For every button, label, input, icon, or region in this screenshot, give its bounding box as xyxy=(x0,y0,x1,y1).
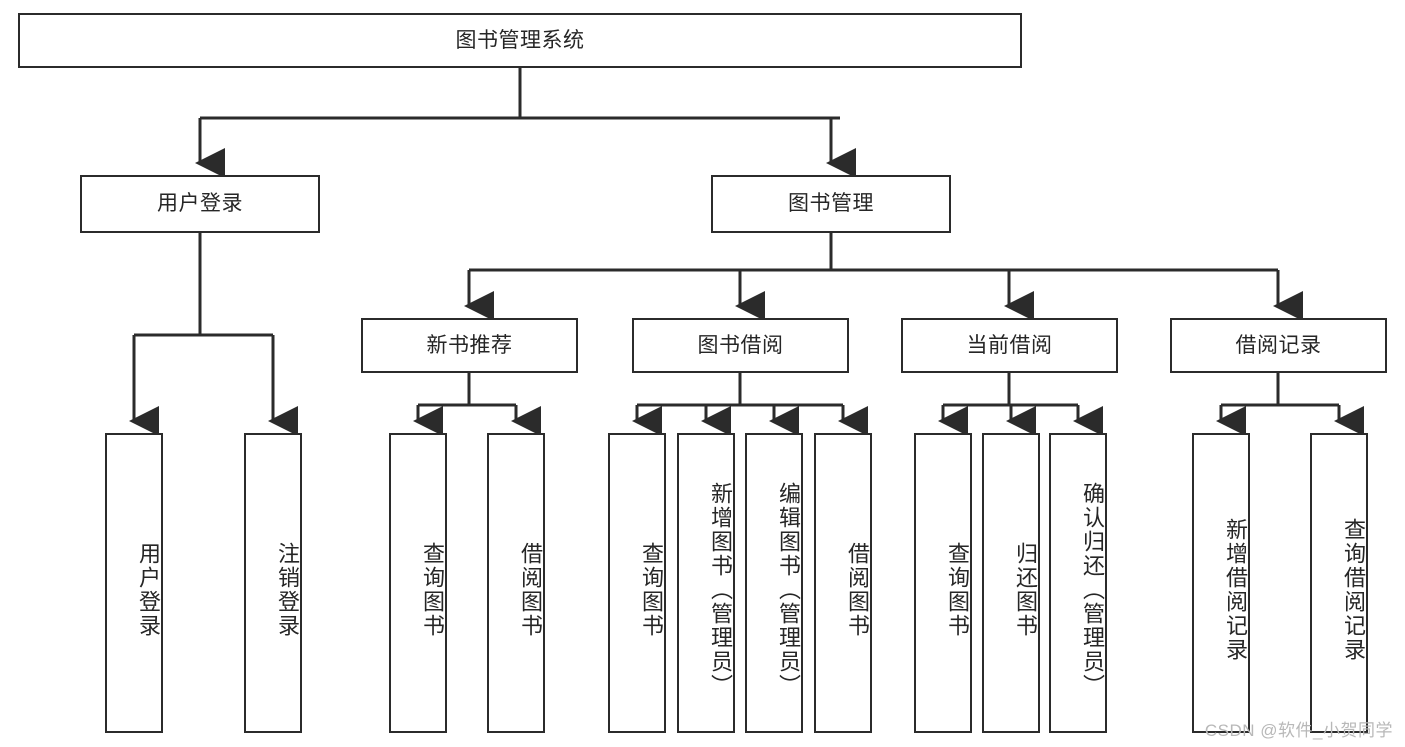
node-book-manage-label: 图书管理 xyxy=(788,192,874,216)
node-leaf-query-book-1-label: 查询图书 xyxy=(420,542,445,638)
node-leaf-confirm-return-label: 确认归还（管理员） xyxy=(1080,482,1105,698)
node-book-borrow[interactable]: 图书借阅 xyxy=(632,318,849,373)
node-leaf-query-book-1[interactable]: 查询图书 xyxy=(389,433,447,733)
node-leaf-borrow-book-2[interactable]: 借阅图书 xyxy=(814,433,872,733)
node-leaf-return-book[interactable]: 归还图书 xyxy=(982,433,1040,733)
node-new-book-recommend-label: 新书推荐 xyxy=(426,333,513,357)
node-user-login[interactable]: 用户登录 xyxy=(80,175,320,233)
node-leaf-query-record[interactable]: 查询借阅记录 xyxy=(1310,433,1368,733)
node-leaf-query-book-3[interactable]: 查询图书 xyxy=(914,433,972,733)
node-leaf-edit-book-label: 编辑图书（管理员） xyxy=(776,482,801,698)
node-leaf-borrow-book-2-label: 借阅图书 xyxy=(845,542,870,638)
node-leaf-query-book-3-label: 查询图书 xyxy=(945,542,970,638)
node-leaf-add-record-label: 新增借阅记录 xyxy=(1223,518,1248,662)
node-current-borrow[interactable]: 当前借阅 xyxy=(901,318,1118,373)
node-leaf-logout[interactable]: 注销登录 xyxy=(244,433,302,733)
node-leaf-query-record-label: 查询借阅记录 xyxy=(1341,518,1366,662)
node-book-manage[interactable]: 图书管理 xyxy=(711,175,951,233)
node-leaf-user-login[interactable]: 用户登录 xyxy=(105,433,163,733)
node-current-borrow-label: 当前借阅 xyxy=(966,333,1053,357)
node-root-label: 图书管理系统 xyxy=(455,28,585,52)
node-leaf-borrow-book-1[interactable]: 借阅图书 xyxy=(487,433,545,733)
node-leaf-confirm-return[interactable]: 确认归还（管理员） xyxy=(1049,433,1107,733)
node-leaf-add-book[interactable]: 新增图书（管理员） xyxy=(677,433,735,733)
node-borrow-record-label: 借阅记录 xyxy=(1235,333,1322,357)
node-user-login-label: 用户登录 xyxy=(157,192,243,216)
node-leaf-borrow-book-1-label: 借阅图书 xyxy=(518,542,543,638)
node-book-borrow-label: 图书借阅 xyxy=(697,333,784,357)
node-leaf-query-book-2[interactable]: 查询图书 xyxy=(608,433,666,733)
node-new-book-recommend[interactable]: 新书推荐 xyxy=(361,318,578,373)
node-leaf-logout-label: 注销登录 xyxy=(275,542,300,638)
node-leaf-add-record[interactable]: 新增借阅记录 xyxy=(1192,433,1250,733)
node-root[interactable]: 图书管理系统 xyxy=(18,13,1022,68)
watermark: CSDN @软件_小贺同学 xyxy=(1204,721,1393,740)
node-leaf-add-book-label: 新增图书（管理员） xyxy=(708,482,733,698)
node-leaf-user-login-label: 用户登录 xyxy=(136,542,161,638)
node-leaf-return-book-label: 归还图书 xyxy=(1013,542,1038,638)
node-borrow-record[interactable]: 借阅记录 xyxy=(1170,318,1387,373)
node-leaf-query-book-2-label: 查询图书 xyxy=(639,542,664,638)
node-leaf-edit-book[interactable]: 编辑图书（管理员） xyxy=(745,433,803,733)
